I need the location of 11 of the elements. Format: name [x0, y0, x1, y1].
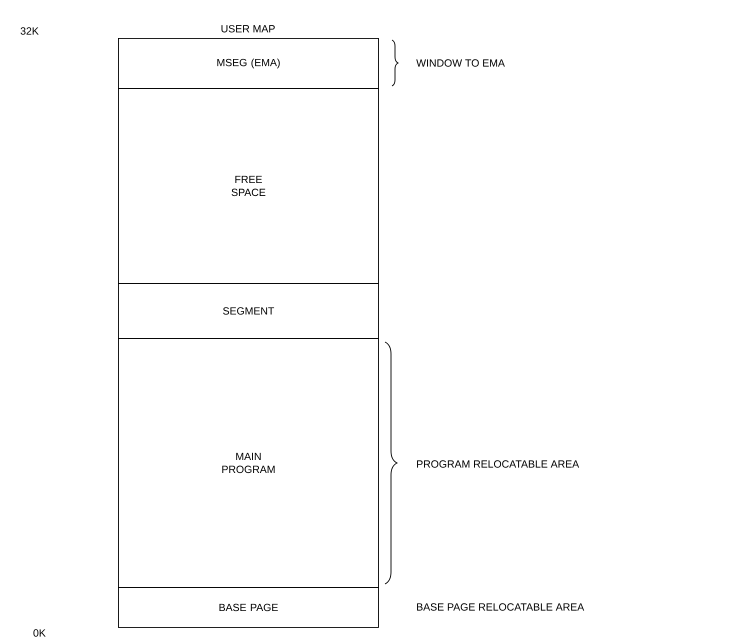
memory-segment-box: SEGMENT [118, 283, 379, 339]
label: 0K [33, 629, 46, 637]
title: USER MAP [222, 25, 275, 32]
memory-segment-box: FREE SPACE [118, 88, 379, 284]
label: BASE PAGE RELOCATABLE AREA [417, 603, 584, 611]
label: 32K [20, 27, 39, 35]
label: PROGRAM RELOCATABLE AREA [417, 460, 580, 468]
memory-segment-box: MAIN PROGRAM [118, 338, 379, 588]
label: WINDOW TO EMA [416, 59, 505, 67]
memory-segment-box: MSEG (EMA) [118, 38, 379, 89]
memory-segment-box: BASE PAGE [118, 587, 379, 628]
